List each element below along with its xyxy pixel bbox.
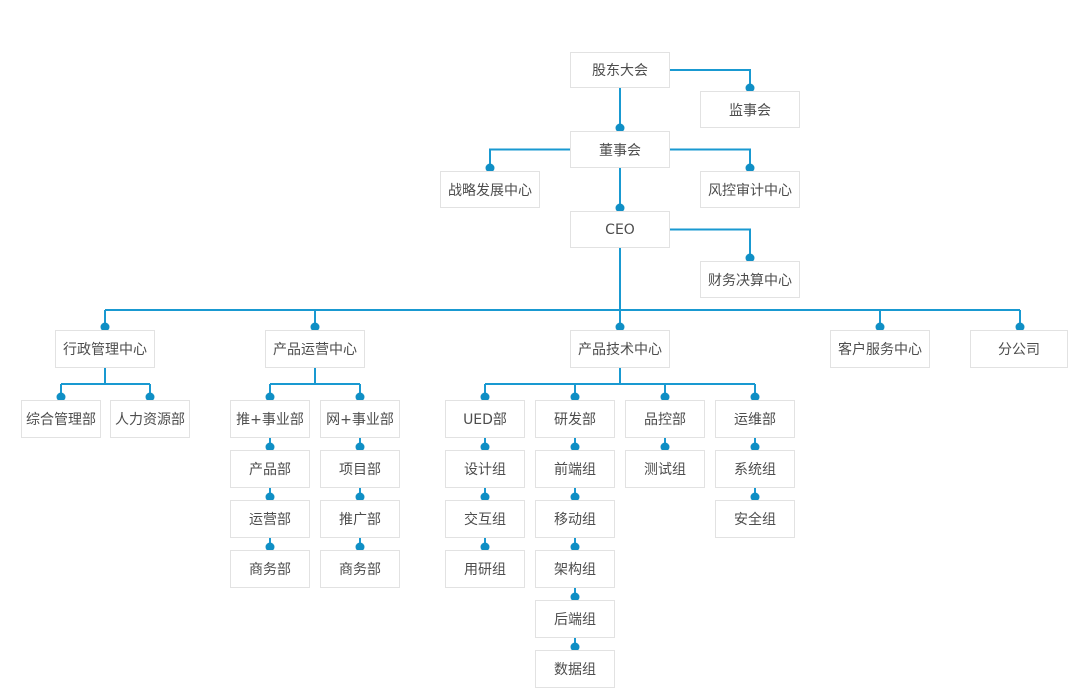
connector-dot	[265, 392, 275, 402]
connector-dot	[615, 203, 625, 213]
connector-dot	[750, 442, 760, 452]
connector-dot	[480, 392, 490, 402]
org-node-ceo: CEO	[570, 211, 670, 248]
org-node-shareholders: 股东大会	[570, 52, 670, 88]
connector-dot	[56, 392, 66, 402]
org-node-supervisory: 监事会	[700, 91, 800, 128]
org-node-hr: 人力资源部	[110, 400, 190, 438]
connector-dot	[750, 392, 760, 402]
org-node-product-dept: 产品部	[230, 450, 310, 488]
connector-dot	[570, 392, 580, 402]
org-node-research-group: 用研组	[445, 550, 525, 588]
org-node-interaction-group: 交互组	[445, 500, 525, 538]
org-node-system-group: 系统组	[715, 450, 795, 488]
connector-dot	[145, 392, 155, 402]
connector-dot	[480, 442, 490, 452]
org-node-business-dept-2: 商务部	[320, 550, 400, 588]
org-node-ops-center: 产品运营中心	[265, 330, 365, 368]
connector-dot	[660, 442, 670, 452]
org-node-wang-bu: 网+事业部	[320, 400, 400, 438]
connector-dot	[355, 492, 365, 502]
org-node-tech-center: 产品技术中心	[570, 330, 670, 368]
connector-dot	[570, 542, 580, 552]
org-node-ued-dept: UED部	[445, 400, 525, 438]
org-node-finance: 财务决算中心	[700, 261, 800, 298]
org-node-branch: 分公司	[970, 330, 1068, 368]
connector-dot	[875, 322, 885, 332]
org-node-design-group: 设计组	[445, 450, 525, 488]
connector-dot	[750, 492, 760, 502]
org-node-test-group: 测试组	[625, 450, 705, 488]
connector-dot	[310, 322, 320, 332]
connector-dot	[745, 163, 755, 173]
org-node-arch-group: 架构组	[535, 550, 615, 588]
connector-dot	[355, 442, 365, 452]
org-node-tui-bu: 推+事业部	[230, 400, 310, 438]
connector-dot	[660, 392, 670, 402]
org-node-operation-dept: 运营部	[230, 500, 310, 538]
connector-dot	[265, 542, 275, 552]
connector-dot	[480, 492, 490, 502]
org-node-rd-dept: 研发部	[535, 400, 615, 438]
org-node-board: 董事会	[570, 131, 670, 168]
connector-dot	[485, 163, 495, 173]
org-node-business-dept-1: 商务部	[230, 550, 310, 588]
org-node-service-center: 客户服务中心	[830, 330, 930, 368]
org-node-general-mgmt: 综合管理部	[21, 400, 101, 438]
org-node-project-dept: 项目部	[320, 450, 400, 488]
connector-dot	[1015, 322, 1025, 332]
connector-dot	[265, 492, 275, 502]
org-node-promotion-dept: 推广部	[320, 500, 400, 538]
org-node-backend-group: 后端组	[535, 600, 615, 638]
connector-dot	[570, 642, 580, 652]
connector-dot	[745, 253, 755, 263]
connector-dot	[570, 492, 580, 502]
connector-dot	[265, 442, 275, 452]
org-node-strategy: 战略发展中心	[440, 171, 540, 208]
org-node-data-group: 数据组	[535, 650, 615, 688]
connector-dot	[355, 392, 365, 402]
connector-dot	[615, 123, 625, 133]
org-node-frontend-group: 前端组	[535, 450, 615, 488]
connector-dot	[570, 592, 580, 602]
org-node-om-dept: 运维部	[715, 400, 795, 438]
connector-dot	[615, 322, 625, 332]
connector-dot	[480, 542, 490, 552]
org-node-risk-audit: 风控审计中心	[700, 171, 800, 208]
connector-dot	[100, 322, 110, 332]
connector-dot	[355, 542, 365, 552]
org-node-qc-dept: 品控部	[625, 400, 705, 438]
connector-dots	[56, 83, 1025, 652]
org-node-mobile-group: 移动组	[535, 500, 615, 538]
org-node-admin-center: 行政管理中心	[55, 330, 155, 368]
org-node-security-group: 安全组	[715, 500, 795, 538]
connector-dot	[745, 83, 755, 93]
connector-dot	[570, 442, 580, 452]
